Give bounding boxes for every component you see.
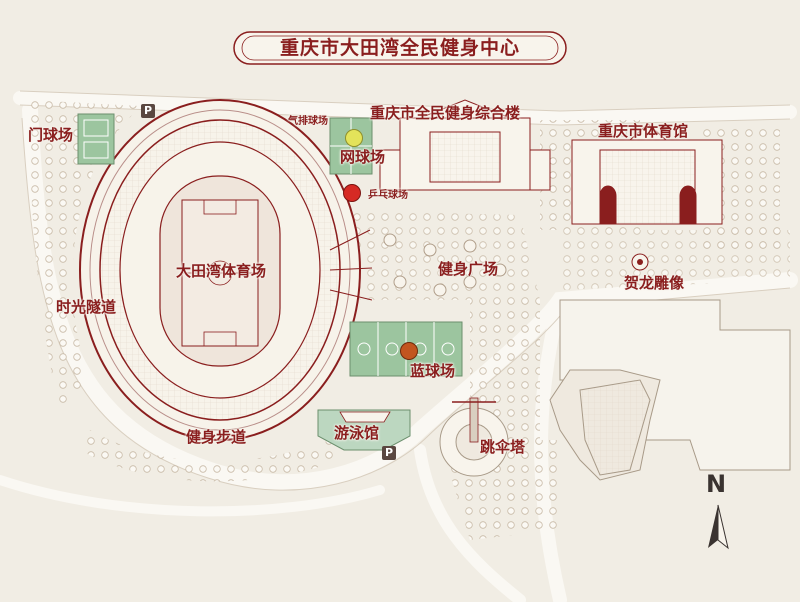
label-tennis: 网球场 xyxy=(340,148,386,166)
tennis-ball-icon xyxy=(345,129,363,147)
helong-statue xyxy=(631,253,649,271)
label-fitness-building: 重庆市全民健身综合楼 xyxy=(370,104,521,122)
gymnasium xyxy=(571,123,723,225)
fitness-square xyxy=(383,233,507,297)
basketball-icon xyxy=(400,342,418,360)
label-swimming: 游泳馆 xyxy=(334,424,380,442)
label-time-tunnel: 时光隧道 xyxy=(56,298,117,316)
stadium xyxy=(79,99,373,441)
label-walking-path: 健身步道 xyxy=(186,428,247,446)
label-basketball: 蓝球场 xyxy=(410,362,456,380)
ping-pong-paddle-icon xyxy=(343,184,361,202)
label-parachute-tower: 跳伞塔 xyxy=(480,438,526,456)
label-fitness-square: 健身广场 xyxy=(438,260,499,278)
label-helong-statue: 贺龙雕像 xyxy=(624,274,685,292)
buildings xyxy=(549,299,791,481)
parking-icon: P xyxy=(141,104,155,118)
compass-north-label: N xyxy=(706,470,727,498)
north-arrow-icon xyxy=(708,504,729,550)
label-stadium: 大田湾体育场 xyxy=(176,262,267,280)
label-volleyball: 气排球场 xyxy=(288,116,328,127)
map-title: 重庆市大田湾全民健身中心 xyxy=(279,37,520,59)
fitness-building xyxy=(379,99,551,191)
gate-ball-court xyxy=(77,113,115,165)
parking-icon: P xyxy=(382,446,396,460)
label-gym-hall: 重庆市体育馆 xyxy=(598,122,689,140)
label-pingpong: 乒乓球场 xyxy=(368,190,408,201)
title-bar: 重庆市大田湾全民健身中心 xyxy=(232,30,568,66)
parachute-tower xyxy=(439,397,509,477)
label-gate-ball: 门球场 xyxy=(28,126,74,144)
